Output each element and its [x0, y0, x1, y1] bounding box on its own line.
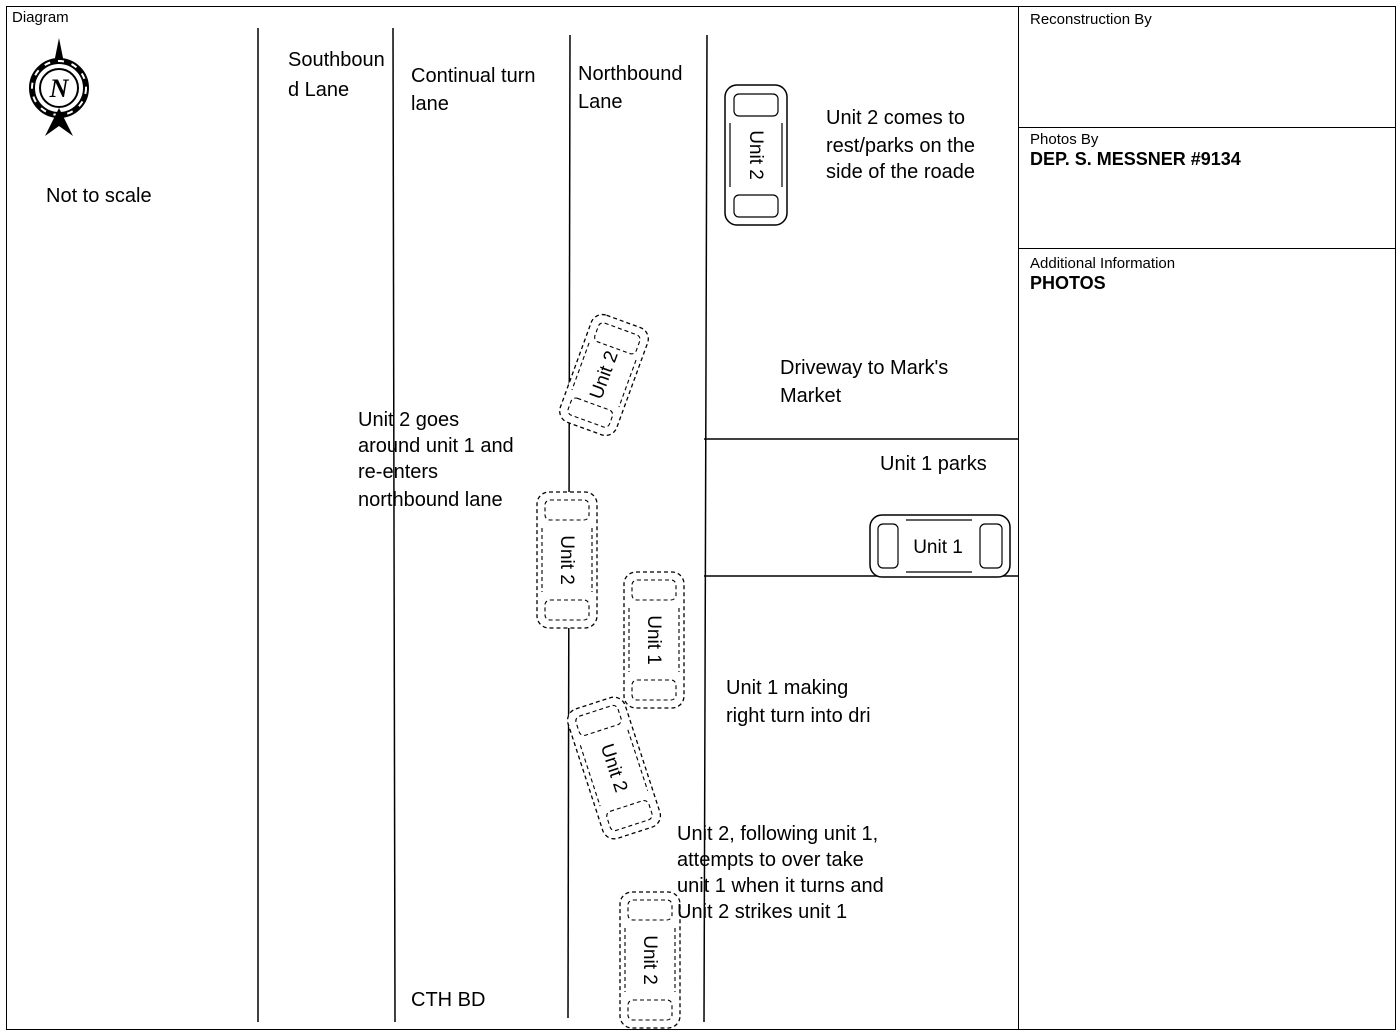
unit2-around-note-line2: around unit 1 and	[358, 435, 514, 457]
side-panel-divider-1	[1018, 127, 1396, 128]
southbound-lane-label-line2: d Lane	[288, 79, 350, 101]
driveway-label-line1: Driveway to Mark's	[780, 357, 949, 379]
unit1-turning-label: Unit 1	[643, 615, 664, 665]
unit1-parked-vehicle: Unit 1	[869, 514, 1011, 578]
road-name-label: CTH BD	[411, 989, 486, 1011]
unit2-passing-label: Unit 2	[556, 535, 577, 585]
unit1-parks-note: Unit 1 parks	[880, 453, 987, 475]
side-panel-frame	[1018, 6, 1396, 1030]
northbound-lane-label-line2: Lane	[578, 91, 623, 113]
unit2-around-note-line3: re-enters	[358, 461, 439, 483]
scale-note: Not to scale	[46, 185, 152, 207]
northbound-lane-label-line1: Northbound	[578, 63, 683, 85]
driveway-label-line2: Market	[780, 385, 842, 407]
unit1-parked-label: Unit 1	[913, 537, 963, 558]
additional-info-label: Additional Information	[1030, 255, 1176, 272]
unit1-turn-note-line2: right turn into dri	[726, 705, 871, 727]
southbound-lane-label-line1: Southboun	[288, 49, 385, 71]
unit2-rest-vehicle: Unit 2	[724, 84, 788, 226]
photos-by-label: Photos By	[1030, 131, 1099, 148]
turn-lane-label-line1: Continual turn	[411, 65, 536, 87]
unit2-following-vehicle: Unit 2	[619, 891, 681, 1029]
unit2-following-note-line4: Unit 2 strikes unit 1	[677, 901, 848, 923]
additional-info-value: PHOTOS	[1030, 273, 1106, 293]
north-arrow-icon: N	[29, 38, 89, 136]
unit2-rest-label: Unit 2	[745, 130, 766, 180]
unit2-overtake-vehicle: Unit 2	[566, 696, 662, 840]
reconstruction-by-label: Reconstruction By	[1030, 11, 1152, 28]
compass-letter: N	[49, 74, 70, 103]
turn-lane-label-line2: lane	[411, 93, 449, 115]
unit2-rest-note-line2: rest/parks on the	[826, 135, 975, 157]
unit2-following-label: Unit 2	[639, 935, 660, 985]
unit2-rest-note-line3: side of the roade	[826, 161, 975, 183]
unit2-following-note-line3: unit 1 when it turns and	[677, 875, 884, 897]
lane-line-southbound	[392, 27, 396, 1023]
unit2-following-note-line1: Unit 2, following unit 1,	[677, 823, 879, 845]
photos-by-value: DEP. S. MESSNER #9134	[1030, 149, 1241, 169]
unit2-passing-vehicle: Unit 2	[536, 491, 598, 629]
unit2-around-note-line4: northbound lane	[358, 489, 503, 511]
unit1-turn-note-line1: Unit 1 making	[726, 677, 849, 699]
unit2-reentering-vehicle: Unit 2	[555, 310, 653, 440]
unit2-around-note-line1: Unit 2 goes	[358, 409, 460, 431]
unit2-rest-note-line1: Unit 2 comes to	[826, 107, 965, 129]
diagram-title: Diagram	[12, 9, 69, 26]
unit2-following-note-line2: attempts to over take	[677, 849, 864, 871]
unit1-turning-vehicle: Unit 1	[623, 571, 685, 709]
road-edge-east	[703, 34, 708, 1023]
side-panel-divider-2	[1018, 248, 1396, 249]
